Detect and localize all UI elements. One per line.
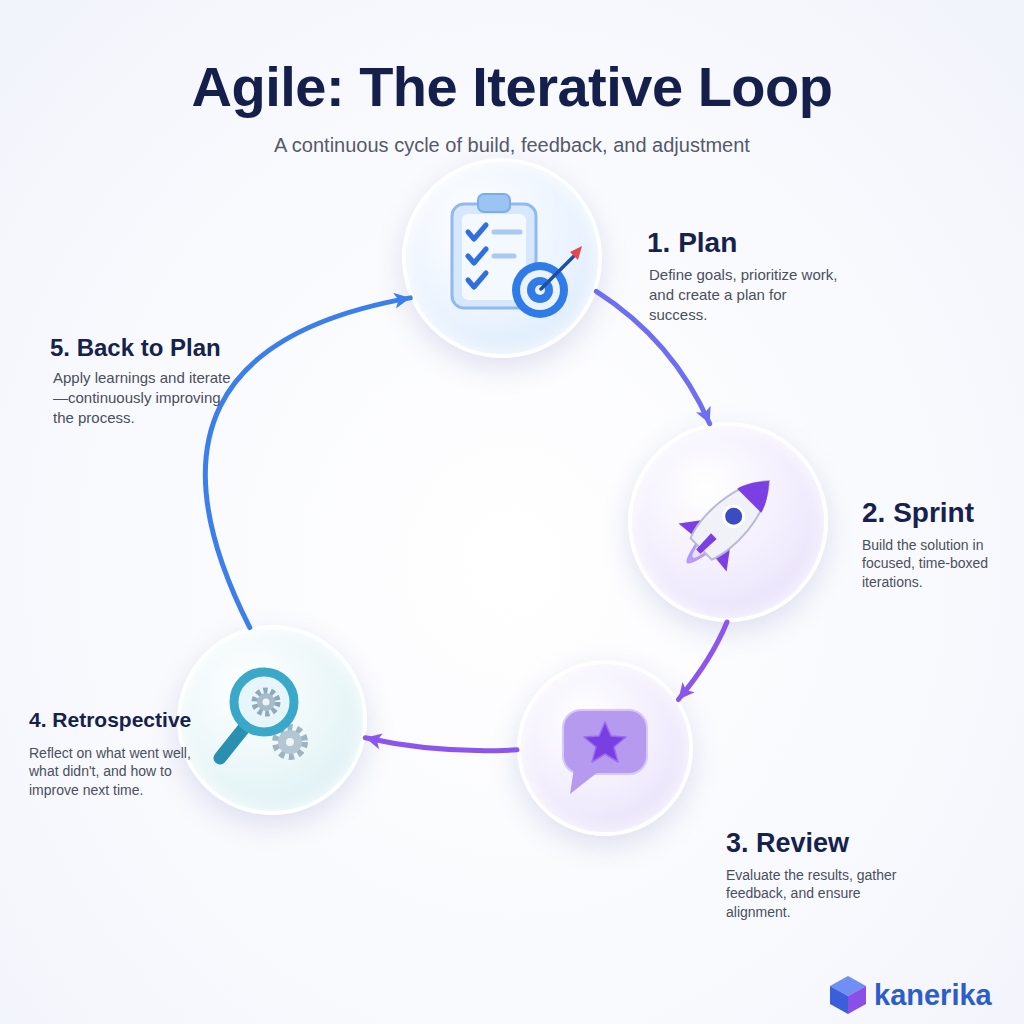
title: Agile: The Iterative Loop [0, 50, 1024, 124]
cycle-arrow [678, 622, 727, 700]
logo-face [830, 986, 848, 1014]
step-heading: 2. Sprint [862, 495, 1024, 532]
step-heading: 5. Back to Plan [50, 332, 310, 364]
process-circle: 4. RetrospectiveReflect on what went wel… [177, 625, 367, 815]
step-description: Evaluate the results, gather feedback, a… [726, 866, 898, 921]
process-circle: 2. SprintBuild the solution in focused, … [628, 422, 828, 622]
subtitle: A continuous cycle of build, feedback, a… [0, 132, 1024, 158]
logo-mark [830, 976, 866, 1014]
process-circle: 3. ReviewEvaluate the results, gather fe… [517, 660, 693, 836]
step-description: Apply learnings and iterate—continuously… [53, 368, 231, 427]
logo-face [830, 976, 866, 996]
cycle-arrow [365, 738, 517, 751]
step-heading: 3. Review [726, 826, 926, 862]
step-description: Define goals, prioritize work, and creat… [649, 265, 841, 324]
logo-face [848, 986, 866, 1014]
step-description: Reflect on what went well, what didn't, … [29, 744, 221, 799]
step-heading: 4. Retrospective [29, 706, 249, 734]
step-description: Build the solution in focused, time-boxe… [862, 536, 1012, 591]
brand-logo-text: kanerika [874, 976, 1024, 1014]
cycle-arrow [205, 298, 410, 628]
process-circle: 1. PlanDefine goals, prioritize work, an… [402, 158, 602, 358]
step-heading: 1. Plan [647, 225, 867, 262]
